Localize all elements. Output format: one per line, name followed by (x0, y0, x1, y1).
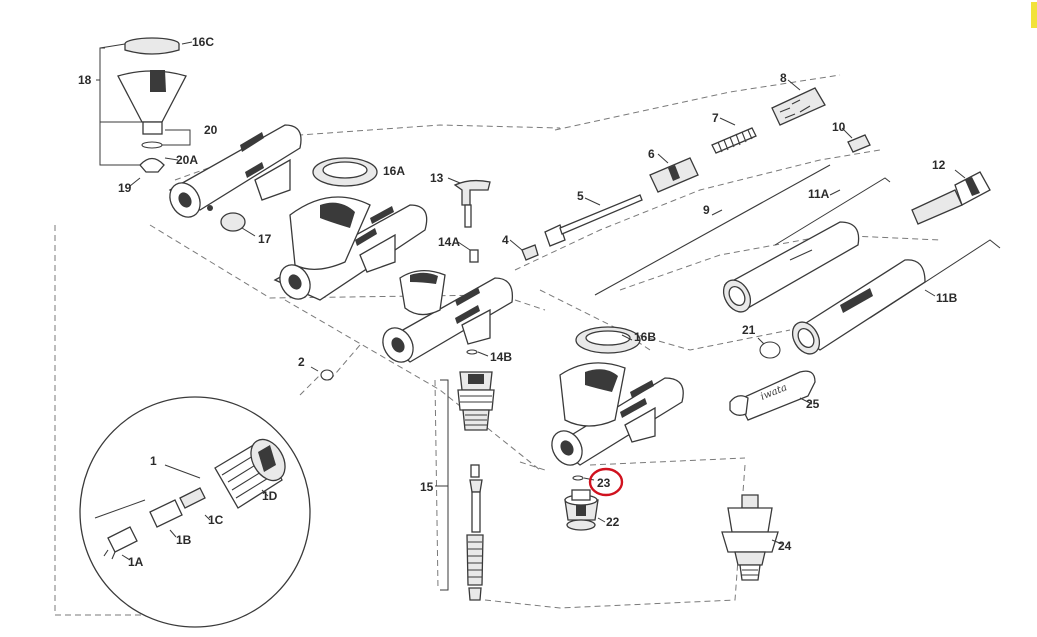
part-14b-oring (466, 349, 489, 357)
assembly-guides (54, 74, 941, 616)
label-6: 6 (648, 147, 655, 161)
callout-labels: 16C 18 20 20A 19 17 16A 13 14A 14B 4 5 6… (78, 35, 958, 569)
label-5: 5 (577, 189, 584, 203)
airbrush-body-16b (551, 326, 684, 466)
label-17: 17 (258, 232, 272, 246)
label-1: 1 (150, 454, 157, 468)
label-24: 24 (778, 539, 792, 553)
label-20: 20 (204, 123, 218, 137)
part-14a-guide (457, 241, 479, 263)
label-19: 19 (118, 181, 132, 195)
label-9: 9 (703, 203, 710, 217)
part-2-oring (310, 366, 334, 381)
label-23: 23 (597, 476, 611, 490)
airbrush-body-top (168, 124, 302, 218)
label-7: 7 (712, 111, 719, 125)
part-22-nozzle-cap (564, 489, 606, 531)
label-21: 21 (742, 323, 756, 337)
label-11a: 11A (808, 187, 830, 201)
label-2: 2 (298, 355, 305, 369)
label-14b: 14B (490, 350, 512, 364)
label-20a: 20A (176, 153, 198, 167)
part-7-spring (711, 117, 757, 154)
label-25: 25 (806, 397, 820, 411)
trigger-13 (447, 177, 491, 228)
label-1d: 1D (262, 489, 278, 503)
part-8-spring-guide (771, 79, 826, 126)
airbrush-body-16a (273, 157, 428, 301)
corner-mark (1031, 2, 1037, 28)
part-21-oring (757, 337, 781, 359)
label-18: 18 (78, 73, 92, 87)
part-23-oring (572, 467, 624, 497)
needle-chucking-4-5 (509, 194, 643, 261)
cup-base-19 (139, 157, 165, 173)
cup-assembly (96, 37, 193, 187)
label-16c: 16C (192, 35, 214, 49)
label-8: 8 (780, 71, 787, 85)
label-1a: 1A (128, 555, 144, 569)
highlight-circle (588, 467, 624, 497)
part-10-nut (841, 127, 871, 153)
inset-circle-part-1 (79, 396, 311, 628)
handle-11b (791, 259, 926, 355)
handle-11a (722, 221, 860, 313)
label-13: 13 (430, 171, 444, 185)
label-11b: 11B (936, 291, 958, 305)
label-1c: 1C (208, 513, 224, 527)
airbrush-body-middle (382, 270, 514, 363)
label-10: 10 (832, 120, 846, 134)
label-16a: 16A (383, 164, 405, 178)
label-1b: 1B (176, 533, 192, 547)
label-12: 12 (932, 158, 946, 172)
label-16b: 16B (634, 330, 656, 344)
part-6-guide (649, 153, 699, 193)
label-4: 4 (502, 233, 509, 247)
part-24-air-valve (721, 494, 783, 581)
label-22: 22 (606, 515, 620, 529)
label-14a: 14A (438, 235, 460, 249)
part-25-wrench: iwata (729, 370, 816, 421)
part-17-knob (220, 212, 256, 237)
label-15: 15 (420, 480, 434, 494)
handle-leaders (774, 177, 1001, 319)
part-9-needle (594, 164, 831, 296)
part-15-head-stack (435, 371, 495, 601)
part-12-valve (911, 169, 991, 225)
oring-20a (141, 141, 163, 149)
